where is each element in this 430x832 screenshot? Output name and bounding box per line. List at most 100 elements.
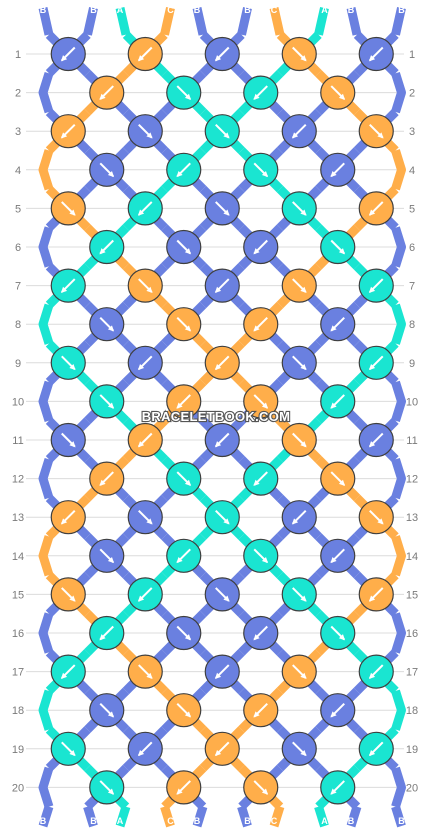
row-number-right: 5 — [409, 203, 415, 215]
arrow-head — [261, 788, 269, 795]
knot — [89, 75, 125, 110]
knot — [243, 770, 279, 805]
string-label-top: B — [348, 5, 355, 15]
row-number-right: 14 — [406, 551, 418, 563]
edge-strand — [391, 689, 406, 731]
knot — [243, 75, 279, 110]
row-number-right: 20 — [406, 782, 418, 794]
knot — [89, 461, 125, 496]
arrow-head — [99, 248, 106, 255]
knot — [127, 114, 163, 149]
string-label-top: B — [90, 5, 97, 15]
arrow-head — [214, 441, 222, 448]
arrow-head — [338, 248, 346, 255]
watermark: BRACELETBOOK.COM — [142, 409, 291, 424]
knot — [358, 36, 394, 72]
knot — [204, 500, 240, 535]
knot — [166, 461, 202, 496]
knot — [127, 577, 163, 612]
string-label-bottom: B — [90, 816, 97, 826]
knot — [204, 191, 240, 226]
string-label-top: A — [117, 5, 124, 15]
knot — [281, 268, 317, 303]
arrow-head — [330, 325, 337, 332]
knot — [50, 345, 86, 380]
arrow-head — [291, 132, 299, 139]
knot — [358, 345, 394, 380]
knot — [204, 731, 240, 766]
thread-end-bottom — [160, 805, 175, 828]
knot — [320, 75, 356, 110]
knot — [127, 422, 163, 458]
knot — [204, 577, 240, 612]
arrow-head — [107, 556, 115, 564]
knot — [166, 770, 202, 805]
row-number-left: 3 — [15, 126, 21, 138]
arrow-head — [253, 93, 260, 100]
string-label-bottom: B — [398, 816, 405, 826]
string-label-top: B — [244, 5, 251, 15]
thread-end-top — [115, 7, 131, 36]
row-number-left: 20 — [12, 782, 24, 794]
arrow-head — [137, 595, 145, 602]
row-number-left: 5 — [15, 203, 21, 215]
arrow-head — [300, 672, 307, 679]
arrow-head — [223, 132, 230, 139]
thread-end-bottom — [115, 805, 131, 828]
row-number-left: 4 — [15, 165, 21, 177]
knot — [243, 615, 279, 651]
knot — [89, 538, 125, 573]
knot — [166, 307, 202, 342]
knot — [89, 384, 125, 419]
row-number-left: 18 — [12, 705, 24, 717]
knot — [127, 654, 163, 689]
knot — [50, 731, 86, 766]
arrow-head — [60, 132, 68, 139]
string-label-bottom: B — [40, 816, 47, 826]
arrow-head — [184, 711, 192, 718]
thread-end-bottom — [237, 805, 252, 828]
string-label-top: C — [167, 5, 174, 15]
thread-end-bottom — [38, 805, 54, 828]
arrow-head — [338, 93, 346, 100]
knot — [89, 152, 125, 187]
knot — [243, 152, 279, 187]
thread-end-top — [237, 7, 252, 36]
knot — [358, 268, 394, 303]
knot — [89, 229, 125, 265]
arrow-head — [368, 363, 376, 371]
row-number-right: 1 — [409, 49, 415, 61]
knot — [50, 36, 86, 72]
knot — [50, 114, 86, 149]
row-number-right: 11 — [406, 435, 417, 447]
arrow-head — [69, 209, 76, 216]
knot — [166, 693, 202, 728]
arrow-head — [300, 749, 307, 757]
edge-strand — [391, 149, 406, 191]
thread-end-bottom — [192, 805, 208, 828]
arrow-head — [137, 55, 145, 62]
knot — [204, 114, 240, 149]
row-number-right: 8 — [409, 319, 415, 331]
knot — [281, 422, 317, 458]
row-number-right: 18 — [406, 705, 418, 717]
thread-end-top — [83, 7, 98, 36]
row-number-right: 12 — [406, 474, 418, 486]
row-number-left: 6 — [15, 242, 21, 254]
knot — [50, 654, 86, 689]
row-number-left: 11 — [12, 435, 23, 447]
row-number-left: 17 — [12, 667, 24, 679]
knot — [204, 654, 240, 689]
string-label-top: B — [194, 5, 201, 15]
row-number-right: 10 — [406, 396, 418, 408]
arrow-head — [60, 672, 68, 679]
row-number-right: 9 — [409, 358, 415, 370]
edge-strand — [391, 71, 406, 114]
knot — [281, 654, 317, 689]
thread-end-top — [192, 7, 208, 36]
arrow-head — [261, 402, 269, 409]
arrow-head — [214, 55, 222, 62]
arrow-head — [60, 286, 68, 293]
